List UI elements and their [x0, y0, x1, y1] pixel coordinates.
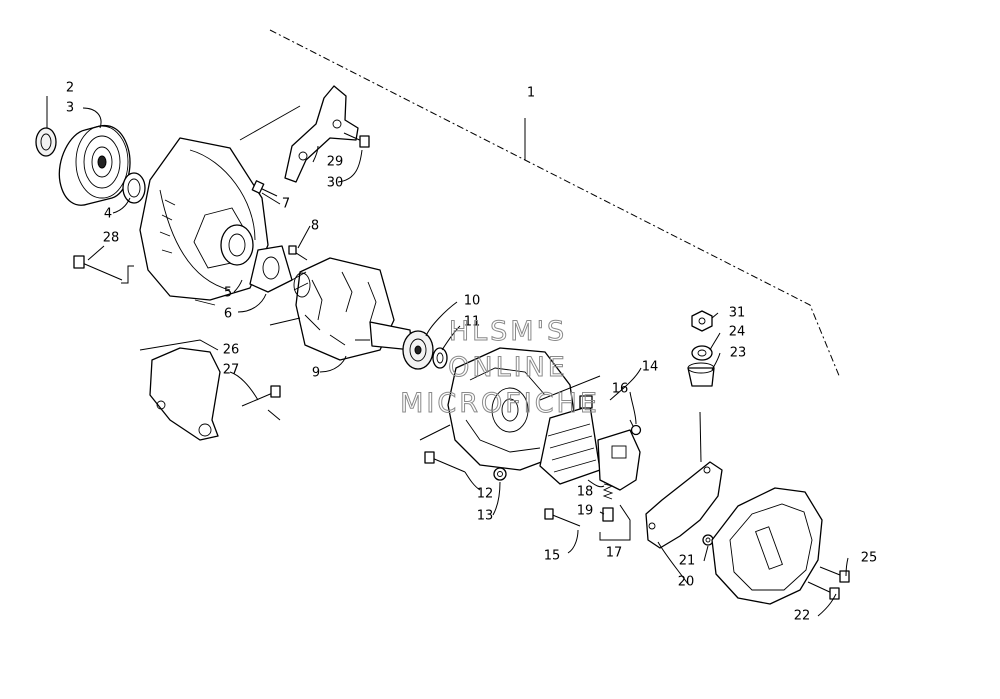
screw-16	[629, 419, 642, 436]
nut-31	[691, 310, 713, 332]
callout-3: 3	[66, 101, 74, 116]
callout-9: 9	[312, 366, 320, 381]
bearing-washer	[432, 347, 448, 369]
callout-14: 14	[642, 360, 659, 375]
bolt-27	[241, 385, 281, 407]
callout-30: 30	[327, 176, 344, 191]
bearing	[402, 330, 434, 370]
insulator-23	[687, 362, 715, 387]
rectifier	[539, 395, 601, 485]
terminal-stud	[699, 411, 702, 463]
rear-housing	[447, 347, 576, 471]
callout-28: 28	[103, 231, 120, 246]
watermark-line-2: ONLINE	[448, 352, 568, 383]
nut-13	[493, 467, 507, 481]
callout-15: 15	[544, 549, 561, 564]
rotor	[291, 257, 413, 361]
spacer	[122, 172, 146, 204]
watermark-line-3: MICROFICHE	[400, 388, 600, 419]
callout-21: 21	[679, 554, 696, 569]
callout-2: 2	[66, 81, 74, 96]
callout-12: 12	[477, 487, 494, 502]
callout-19: 19	[577, 504, 594, 519]
watermark: HLSM'S ONLINE MICROFICHE	[400, 316, 600, 420]
watermark-line-1: HLSM'S	[449, 316, 567, 347]
callout-29: 29	[327, 155, 344, 170]
bolt-22	[807, 581, 840, 600]
callout-13: 13	[477, 509, 494, 524]
bolt-28	[73, 255, 123, 281]
support-bracket	[149, 347, 221, 441]
drive-end-housing	[139, 105, 301, 306]
bracket-bolt-30	[343, 132, 370, 148]
bolt-25	[819, 566, 850, 583]
regulator-plate	[645, 461, 723, 549]
callout-25: 25	[861, 551, 878, 566]
brush-holder	[597, 429, 641, 491]
screw-8	[288, 245, 308, 261]
callout-11: 11	[464, 315, 481, 330]
pulley	[58, 124, 131, 206]
callout-18: 18	[577, 485, 594, 500]
callout-10: 10	[464, 294, 481, 309]
callout-7: 7	[282, 197, 290, 212]
callout-4: 4	[104, 207, 112, 222]
pulley-nut	[35, 127, 57, 157]
brush	[602, 507, 614, 522]
callout-6: 6	[224, 307, 232, 322]
brush-spring	[602, 483, 614, 500]
callout-27: 27	[223, 363, 240, 378]
rear-plate	[249, 245, 293, 293]
callout-31: 31	[729, 306, 746, 321]
callout-17: 17	[606, 546, 623, 561]
screw-15	[544, 508, 581, 527]
callout-24: 24	[729, 325, 746, 340]
callout-22: 22	[794, 609, 811, 624]
callout-26: 26	[223, 343, 240, 358]
callout-16: 16	[612, 382, 629, 397]
callout-8: 8	[311, 219, 319, 234]
bolt-7	[251, 180, 278, 197]
leader-lines	[46, 96, 849, 617]
callout-5: 5	[224, 286, 232, 301]
assembly-outline	[269, 29, 841, 379]
callout-20: 20	[678, 575, 695, 590]
mounting-bracket	[284, 85, 359, 183]
bolt-12	[424, 451, 466, 473]
callout-1: 1	[527, 86, 535, 101]
end-cover	[711, 487, 823, 605]
washer-24	[691, 345, 713, 361]
callout-labels: 1 2 3 4 5 6 7 8 9 10 11 12 13 14 15 16 1…	[66, 81, 877, 624]
callout-23: 23	[730, 346, 747, 361]
